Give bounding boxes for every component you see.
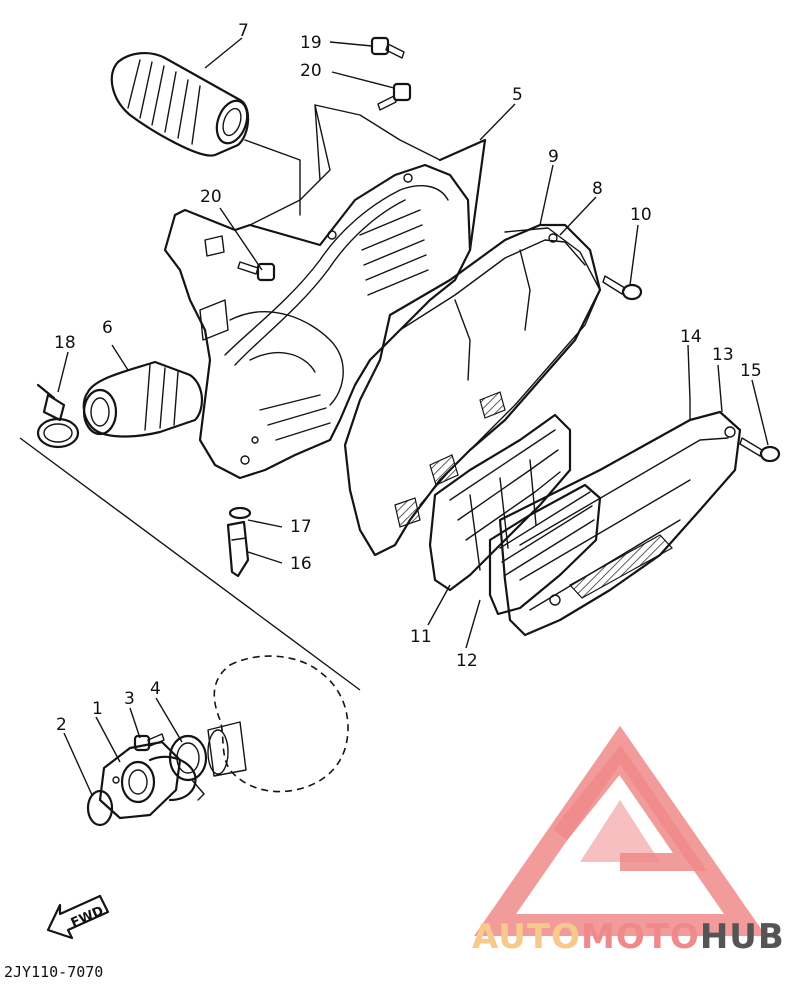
- element-frame-11: [428, 413, 572, 592]
- part-labels: 7 19 20 5 9 8 10 20 6 18 14 13 15 17 15 …: [54, 21, 762, 735]
- clamp-4: [168, 734, 208, 801]
- bolt-20-lower: [237, 261, 276, 282]
- part-label-19: 19: [300, 33, 322, 53]
- part-label-11: 11: [410, 627, 432, 647]
- watermark-text-hub: HUB: [700, 917, 785, 957]
- reference-line: [19, 437, 361, 691]
- intake-duct: [110, 52, 250, 157]
- part-label-20-lower: 20: [200, 187, 222, 207]
- part-label-17: 17: [290, 517, 312, 537]
- part-label-14: 14: [680, 327, 702, 347]
- leader-lines: [57, 37, 769, 796]
- connecting-tube: [82, 360, 203, 438]
- drain-tube-16: [226, 520, 250, 578]
- part-label-10: 10: [630, 205, 652, 225]
- outer-cover-13-14: [498, 399, 742, 637]
- part-label-8: 8: [592, 179, 603, 199]
- part-label-15: 15: [740, 361, 762, 381]
- watermark-text-auto: AUTO: [472, 917, 581, 957]
- part-label-3: 3: [124, 689, 135, 709]
- bolt-3: [133, 733, 165, 752]
- air-box-case: [163, 104, 487, 480]
- forward-arrow-icon: FWD: [46, 894, 110, 940]
- part-label-5: 5: [512, 85, 523, 105]
- part-label-12: 12: [456, 651, 478, 671]
- bolt-19: [370, 36, 405, 59]
- watermark-logo: [473, 725, 767, 936]
- element-mesh-12: [488, 483, 602, 616]
- screw-15: [739, 437, 781, 463]
- part-label-2: 2: [56, 715, 67, 735]
- watermark-text: AUTOMOTOHUB: [472, 917, 785, 957]
- screw-10: [602, 275, 643, 301]
- part-label-1: 1: [92, 699, 103, 719]
- part-label-7: 7: [238, 21, 249, 41]
- part-label-13: 13: [712, 345, 734, 365]
- clip-17: [228, 506, 252, 520]
- part-label-18: 18: [54, 333, 76, 353]
- carburetor-joint-1: [98, 740, 197, 820]
- seal-8: [419, 227, 601, 506]
- part-label-6: 6: [102, 318, 113, 338]
- part-label-20-upper: 20: [300, 61, 322, 81]
- part-label-4: 4: [150, 679, 161, 699]
- drawing-code: 2JY110-7070: [4, 963, 103, 981]
- engine-outline: [207, 655, 349, 793]
- o-ring-2: [86, 789, 114, 827]
- bolt-20-upper: [377, 82, 412, 111]
- part-label-16: 16: [290, 554, 312, 574]
- hose-clamp-18: [36, 383, 80, 449]
- watermark-text-moto: MOTO: [581, 917, 700, 957]
- svg-text:AUTOMOTOHUB: AUTOMOTOHUB: [472, 917, 785, 957]
- air-box-cover-9: [343, 223, 602, 557]
- part-label-9: 9: [548, 147, 559, 167]
